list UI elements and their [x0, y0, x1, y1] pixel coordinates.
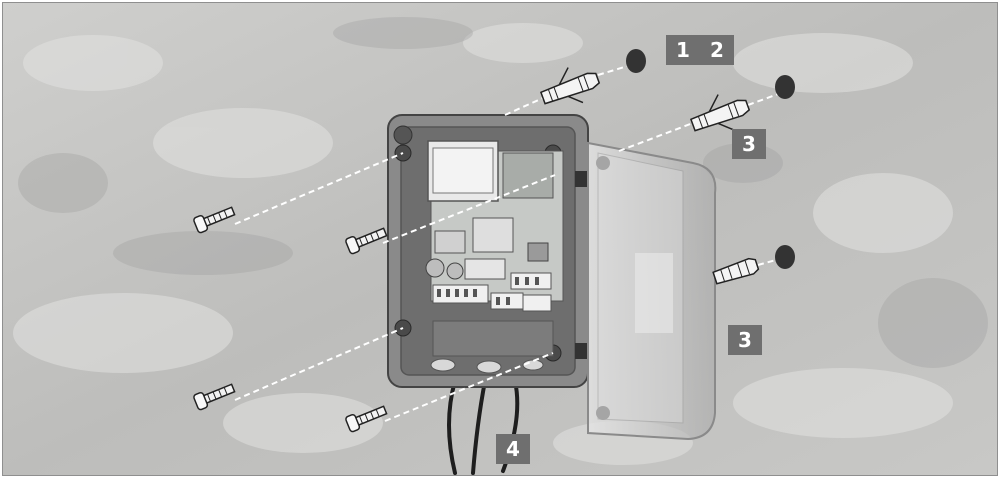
step-badge-2: 2 — [700, 35, 734, 65]
wall-texture — [13, 23, 953, 465]
wall-shadows — [18, 17, 988, 368]
step-badge-4: 4 — [496, 434, 530, 464]
enclosure-lid — [587, 141, 717, 441]
screw — [193, 383, 236, 411]
wall-hole — [626, 49, 646, 73]
diagram-canvas — [3, 3, 997, 475]
guide-lines — [234, 64, 784, 422]
wall-plug — [539, 67, 601, 105]
wall-plug — [712, 257, 760, 285]
screw — [345, 227, 388, 255]
wall-plug — [689, 94, 751, 132]
wall-hole — [775, 245, 795, 269]
step-badge-3-bottom: 3 — [728, 325, 762, 355]
wall-hole — [775, 75, 795, 99]
screw — [193, 206, 236, 234]
control-board — [425, 140, 564, 312]
step-badge-1: 1 — [666, 35, 700, 65]
screw — [345, 405, 388, 433]
step-badge-3-top: 3 — [732, 129, 766, 159]
